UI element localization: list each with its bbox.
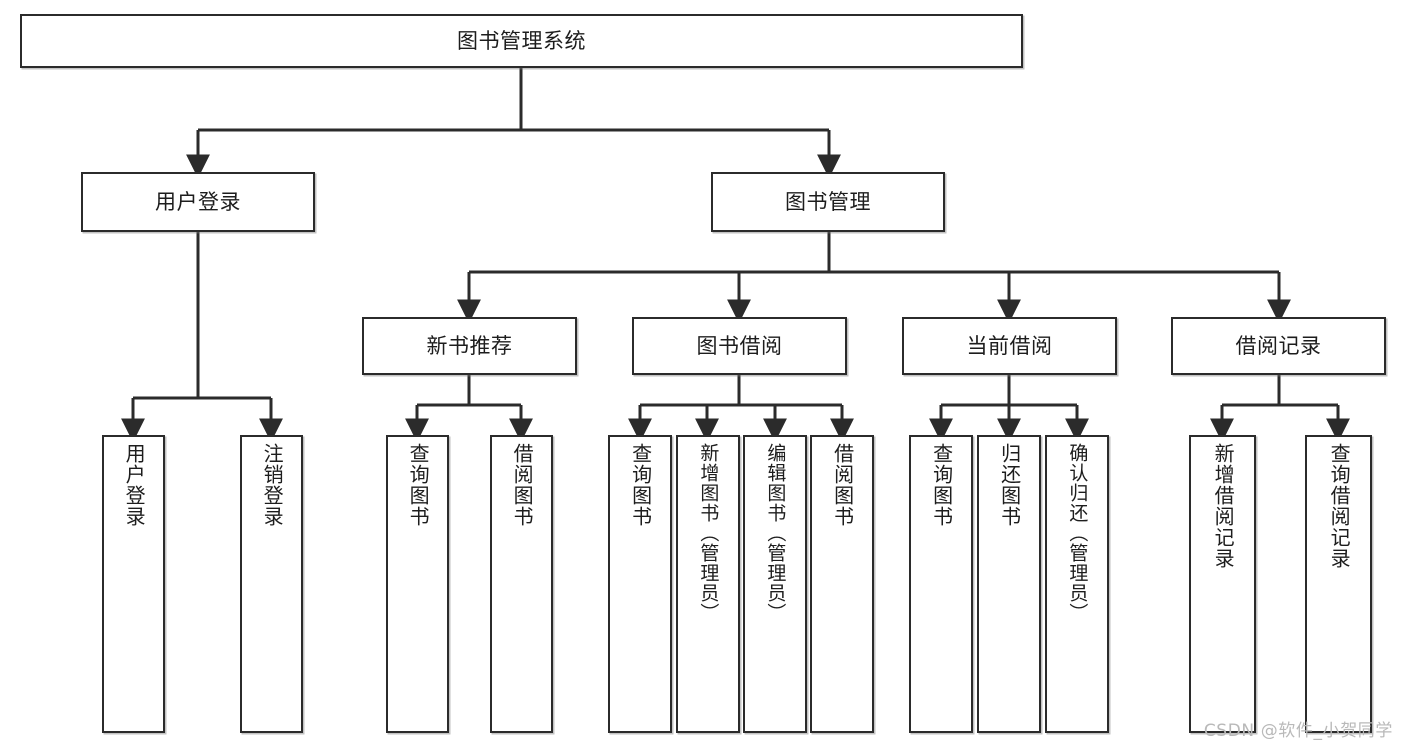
leaf-user-login-logout[interactable]: 注销登录 <box>240 435 303 733</box>
node-label: 查询图书 <box>628 443 653 527</box>
node-label: 图书借阅 <box>696 333 783 358</box>
leaf-borrow-add-book-admin[interactable]: 新增图书（管理员） <box>676 435 740 733</box>
node-label: 新增图书（管理员） <box>697 443 720 623</box>
leaf-new-book-query-books[interactable]: 查询图书 <box>386 435 449 733</box>
watermark-text: CSDN @软件_小贺同学 <box>1203 721 1393 741</box>
leaf-current-return-books[interactable]: 归还图书 <box>977 435 1041 733</box>
node-book-management[interactable]: 图书管理 <box>711 172 945 232</box>
node-label: 注销登录 <box>260 443 285 527</box>
node-label: 借阅图书 <box>510 443 535 527</box>
node-new-book-recommendation[interactable]: 新书推荐 <box>362 317 577 375</box>
leaf-record-query-borrow-record[interactable]: 查询借阅记录 <box>1305 435 1372 733</box>
node-label: 编辑图书（管理员） <box>764 443 787 623</box>
node-label: 用户登录 <box>122 443 147 527</box>
node-label: 确认归还（管理员） <box>1066 443 1089 623</box>
leaf-borrow-borrow-books[interactable]: 借阅图书 <box>810 435 874 733</box>
leaf-borrow-edit-book-admin[interactable]: 编辑图书（管理员） <box>743 435 807 733</box>
node-label: 查询借阅记录 <box>1327 443 1352 569</box>
node-label: 用户登录 <box>155 189 241 214</box>
node-label: 查询图书 <box>929 443 954 527</box>
node-label: 归还图书 <box>997 443 1022 527</box>
node-root-book-management-system[interactable]: 图书管理系统 <box>20 14 1023 68</box>
node-book-borrowing[interactable]: 图书借阅 <box>632 317 847 375</box>
node-current-borrowing[interactable]: 当前借阅 <box>902 317 1117 375</box>
node-label: 查询图书 <box>406 443 431 527</box>
node-label: 新书推荐 <box>426 333 513 358</box>
node-label: 当前借阅 <box>966 333 1053 358</box>
node-label: 图书管理系统 <box>457 28 586 53</box>
leaf-current-confirm-return-admin[interactable]: 确认归还（管理员） <box>1045 435 1109 733</box>
leaf-current-query-books[interactable]: 查询图书 <box>909 435 973 733</box>
node-borrowing-records[interactable]: 借阅记录 <box>1171 317 1386 375</box>
node-label: 借阅图书 <box>830 443 855 527</box>
leaf-record-add-borrow-record[interactable]: 新增借阅记录 <box>1189 435 1256 733</box>
leaf-user-login-login[interactable]: 用户登录 <box>102 435 165 733</box>
leaf-new-book-borrow-books[interactable]: 借阅图书 <box>490 435 553 733</box>
node-label: 图书管理 <box>785 189 871 214</box>
node-user-login[interactable]: 用户登录 <box>81 172 315 232</box>
node-label: 借阅记录 <box>1235 333 1322 358</box>
node-label: 新增借阅记录 <box>1211 443 1236 569</box>
leaf-borrow-query-books[interactable]: 查询图书 <box>608 435 672 733</box>
